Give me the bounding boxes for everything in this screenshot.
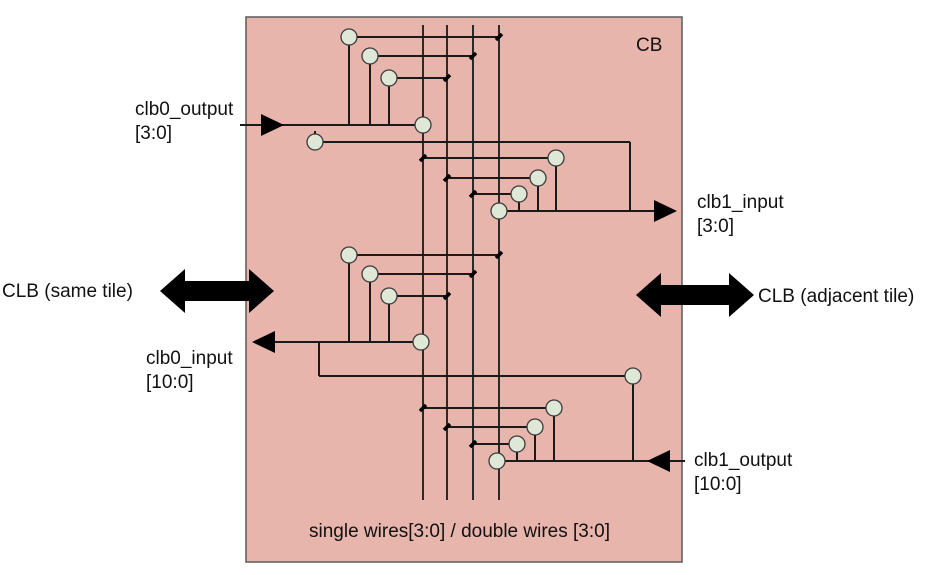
- switch-node: [490, 202, 508, 220]
- switch-node: [545, 399, 563, 417]
- clb1-output-arrow-icon: [647, 450, 670, 472]
- clb0-input-switchbox: [252, 246, 642, 461]
- switch-node: [547, 149, 565, 167]
- clb0-output-switchbox: [240, 28, 631, 211]
- clb1-input-arrow-icon: [654, 200, 677, 222]
- clb1-input-label: clb1_input: [697, 192, 784, 213]
- switch-node: [306, 133, 324, 151]
- clb1-output-width: [10:0]: [694, 474, 742, 495]
- clb1-input-width: [3:0]: [697, 216, 734, 237]
- clb0-output-arrow-icon: [261, 114, 284, 136]
- clb1-output-switchbox: [418, 399, 685, 472]
- clb0-input-label: clb0_input: [146, 348, 233, 369]
- bus-label: single wires[3:0] / double wires [3:0]: [309, 521, 610, 542]
- switch-node: [624, 367, 642, 385]
- switch-node: [361, 265, 379, 283]
- left-neighbor-label: CLB (same tile): [2, 281, 133, 302]
- switch-node: [340, 246, 358, 264]
- cb-block: [245, 16, 683, 563]
- clb0-output-label: clb0_output: [135, 99, 234, 120]
- switch-node: [412, 333, 430, 351]
- clb0-input-arrow-icon: [252, 331, 275, 353]
- cb-title: CB: [636, 35, 662, 56]
- right-neighbor-label: CLB (adjacent tile): [758, 286, 914, 307]
- switch-node: [361, 47, 379, 65]
- switch-node: [488, 452, 506, 470]
- clb1-input-switchbox: [418, 149, 677, 222]
- switch-node: [510, 185, 528, 203]
- clb0-input-width: [10:0]: [146, 372, 194, 393]
- switch-node: [380, 69, 398, 87]
- switch-node: [340, 28, 358, 46]
- wire-bus: [422, 25, 500, 500]
- switch-node: [508, 435, 526, 453]
- switch-node: [414, 116, 432, 134]
- switch-node: [380, 287, 398, 305]
- switch-node: [529, 169, 547, 187]
- switch-node: [526, 418, 544, 436]
- double-headed-arrow-icon: [160, 269, 274, 313]
- double-headed-arrow-icon: [636, 273, 754, 317]
- clb1-output-label: clb1_output: [694, 450, 793, 471]
- clb0-output-width: [3:0]: [135, 123, 172, 144]
